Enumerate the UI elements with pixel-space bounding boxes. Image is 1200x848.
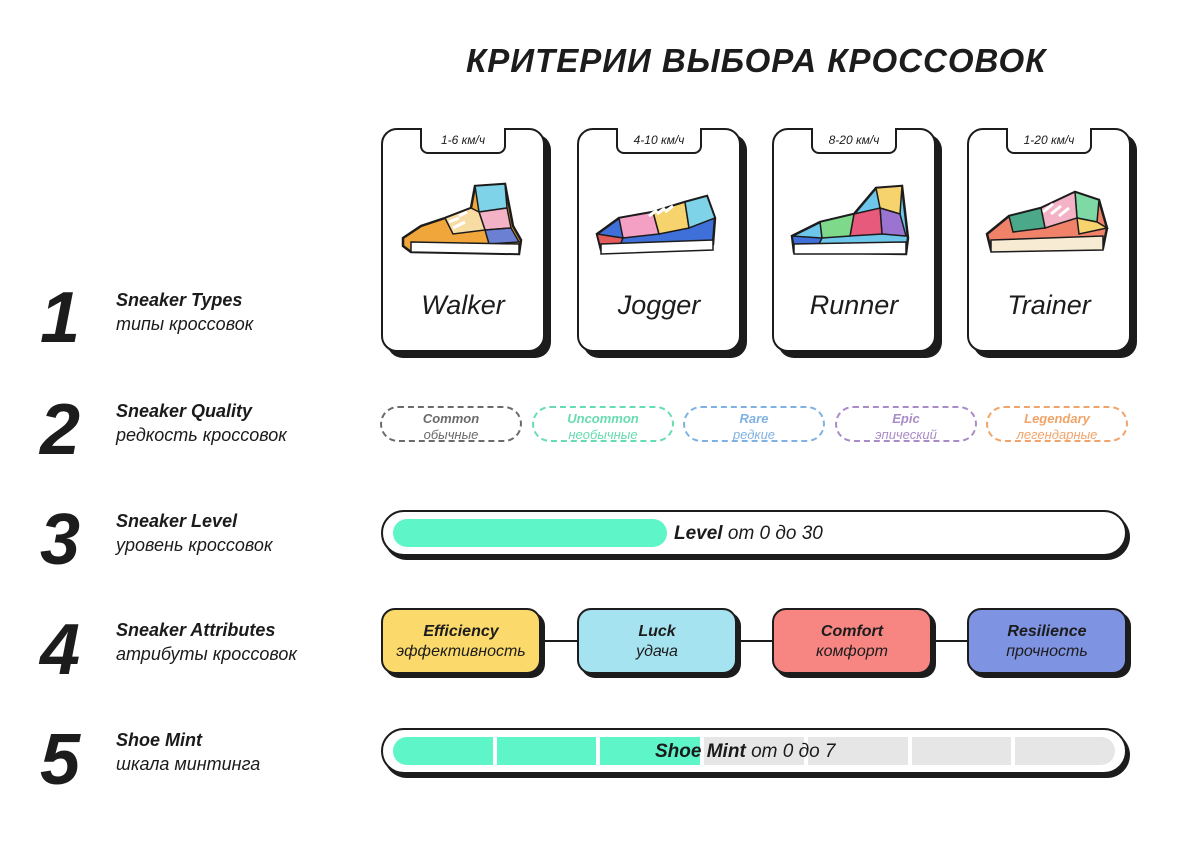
row-label-sneaker-quality: Sneaker Quality редкость кроссовок (116, 399, 287, 447)
row-number-2: 2 (40, 390, 81, 470)
row-label-sneaker-level: Sneaker Level уровень кроссовок (116, 509, 272, 557)
quality-name-ru: необычные (568, 427, 638, 442)
page-title: КРИТЕРИИ ВЫБОРА КРОССОВОК (466, 42, 1047, 79)
quality-name-ru: легендарные (1016, 427, 1098, 442)
row-subtitle: типы кроссовок (116, 314, 254, 334)
speed-badge: 1-20 км/ч (1006, 128, 1092, 154)
attribute-name: Efficiency (423, 623, 499, 640)
row-subtitle: атрибуты кроссовок (116, 644, 297, 664)
attribute-name-ru: комфорт (816, 643, 888, 660)
attribute-connector (738, 640, 772, 642)
type-name: Runner (809, 290, 899, 320)
row-subtitle: шкала минтинга (116, 754, 261, 774)
row-title: Shoe Mint (116, 730, 202, 750)
quality-name: Common (422, 411, 480, 426)
speed-badge: 8-20 км/ч (811, 128, 897, 154)
level-fill (393, 519, 667, 547)
quality-pill-legendary: Legendary легендарные (986, 406, 1128, 442)
quality-name-ru: редкие (732, 427, 776, 442)
quality-name: Rare (739, 411, 769, 426)
type-card-walker[interactable]: 1-6 км/ч Walker (381, 128, 545, 352)
trainer-sneaker-icon (985, 190, 1110, 253)
type-name: Trainer (1007, 290, 1091, 320)
level-bar: Level от 0 до 30 (381, 510, 1127, 556)
row-subtitle: редкость кроссовок (116, 425, 287, 445)
speed-badge: 1-6 км/ч (420, 128, 506, 154)
quality-name: Epic (892, 411, 920, 426)
attribute-luck: Luck удача (577, 608, 737, 674)
quality-name: Uncommon (567, 411, 639, 426)
row-number-3: 3 (40, 500, 81, 580)
row-number-5: 5 (40, 720, 81, 800)
attribute-name-ru: удача (636, 643, 678, 660)
attribute-connector (543, 640, 577, 642)
quality-pill-rare: Rare редкие (683, 406, 825, 442)
row-title: Sneaker Quality (116, 401, 253, 421)
type-card-trainer[interactable]: 1-20 км/ч Trainer (967, 128, 1131, 352)
mint-segment (807, 737, 908, 765)
attribute-connector (933, 640, 967, 642)
type-card-runner[interactable]: 8-20 км/ч Runner (772, 128, 936, 352)
runner-sneaker-icon (790, 184, 910, 256)
mint-bar: Shoe Mint от 0 до 7 (381, 728, 1127, 774)
level-text: Level от 0 до 30 (674, 523, 823, 545)
mint-segment (496, 737, 597, 765)
mint-segment (911, 737, 1012, 765)
quality-name-ru: обычные (423, 427, 479, 442)
type-name: Walker (421, 290, 505, 320)
attribute-comfort: Comfort комфорт (772, 608, 932, 674)
type-card-jogger[interactable]: 4-10 км/ч Jogger (577, 128, 741, 352)
mint-segment (1015, 737, 1115, 765)
jogger-sneaker-icon (595, 194, 717, 255)
quality-pill-epic: Epic эпический (835, 406, 977, 442)
mint-segment (600, 737, 701, 765)
attribute-efficiency: Efficiency эффективность (381, 608, 541, 674)
row-number-4: 4 (40, 610, 81, 690)
quality-name: Legendary (1024, 411, 1090, 426)
mint-range: от 0 до 7 (751, 741, 836, 762)
mint-segment (393, 737, 493, 765)
mint-text: Shoe Mint от 0 до 7 (655, 741, 836, 763)
level-range: от 0 до 30 (727, 523, 823, 544)
quality-pill-common: Common обычные (380, 406, 522, 442)
quality-name-ru: эпический (875, 427, 937, 442)
row-label-sneaker-attributes: Sneaker Attributes атрибуты кроссовок (116, 618, 297, 666)
row-label-sneaker-types: Sneaker Types типы кроссовок (116, 288, 253, 336)
row-title: Sneaker Level (116, 511, 238, 531)
row-number-1: 1 (40, 278, 81, 358)
row-subtitle: уровень кроссовок (116, 535, 273, 555)
type-name: Jogger (617, 290, 701, 320)
quality-pill-uncommon: Uncommon необычные (532, 406, 674, 442)
attribute-name: Luck (638, 623, 676, 640)
speed-badge: 4-10 км/ч (616, 128, 702, 154)
walker-sneaker-icon (401, 182, 523, 256)
row-label-shoe-mint: Shoe Mint шкала минтинга (116, 728, 260, 776)
attribute-name-ru: прочность (1006, 643, 1088, 660)
attribute-name: Comfort (820, 623, 884, 640)
row-title: Sneaker Types (116, 290, 243, 310)
attribute-name: Resilience (1007, 623, 1087, 640)
mint-label: Shoe Mint (655, 741, 746, 762)
row-title: Sneaker Attributes (116, 620, 276, 640)
level-label: Level (674, 523, 723, 544)
mint-segment (704, 737, 804, 765)
attribute-resilience: Resilience прочность (967, 608, 1127, 674)
attribute-name-ru: эффективность (396, 643, 526, 660)
